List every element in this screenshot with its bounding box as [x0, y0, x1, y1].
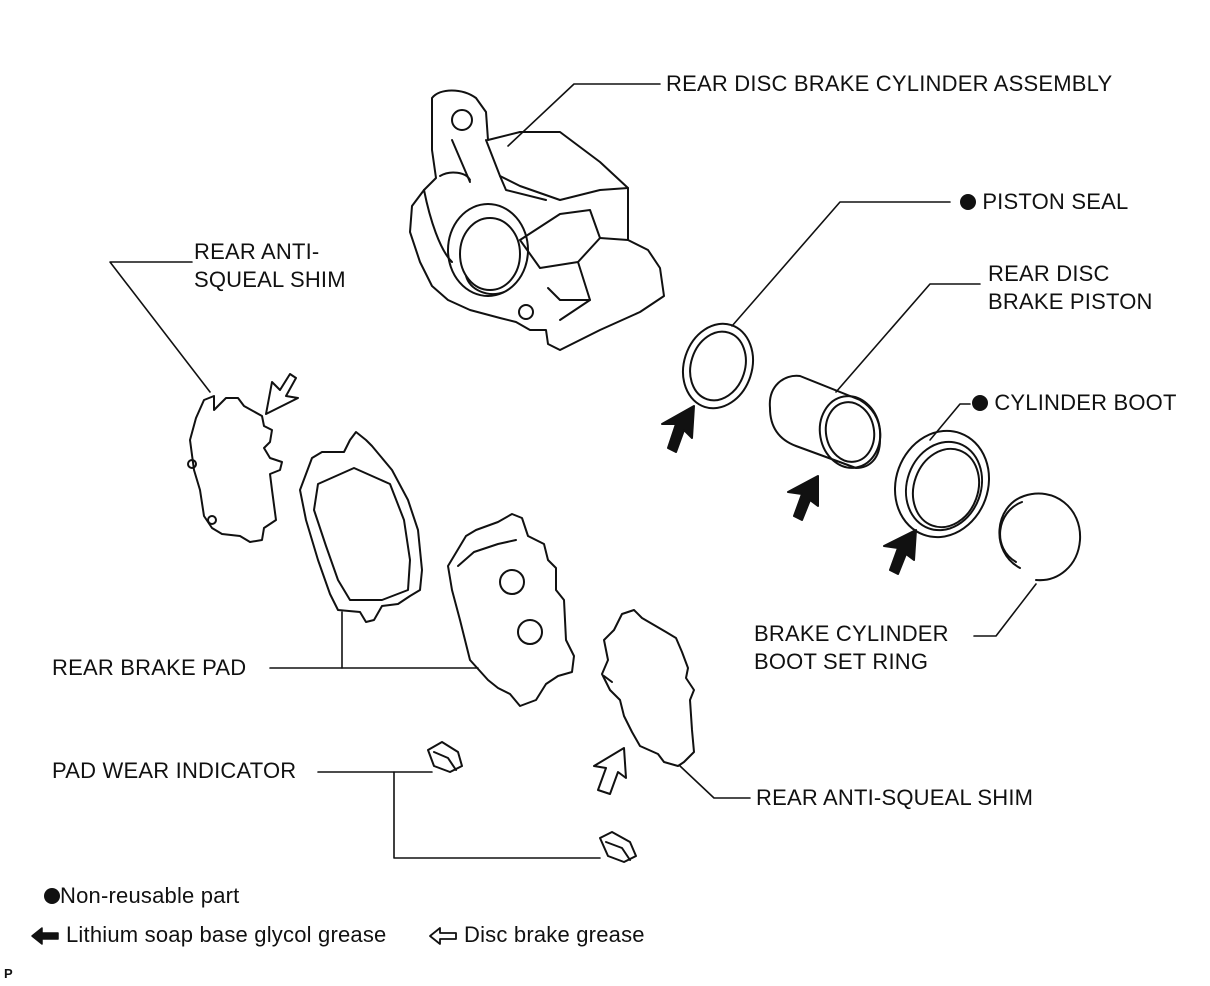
footer-mark: P: [4, 966, 13, 981]
upper-shim-line1: REAR ANTI-: [194, 239, 320, 264]
upper-shim-part: [187, 395, 283, 543]
piston-seal-label: PISTON SEAL: [960, 188, 1128, 216]
cylinder-assembly-label: REAR DISC BRAKE CYLINDER ASSEMBLY: [666, 71, 1113, 96]
lithium-grease-legend-icon: [31, 927, 59, 945]
legend-non-reusable: Non-reusable part: [44, 882, 240, 910]
rear-brake-pad-right: [447, 513, 575, 707]
upper-shim-label: REAR ANTI- SQUEAL SHIM: [194, 238, 346, 294]
brake-piston-label: REAR DISC BRAKE PISTON: [988, 260, 1153, 316]
piston-seal-part: [682, 322, 754, 410]
disc-grease-arrow: [593, 747, 627, 795]
disc-grease-legend-icon: [429, 927, 457, 945]
cylinder-boot-part: [893, 429, 991, 539]
upper-shim-line2: SQUEAL SHIM: [194, 267, 346, 292]
boot-set-ring-line1: BRAKE CYLINDER: [754, 621, 949, 646]
legend-disc-grease: Disc brake grease: [464, 922, 645, 947]
rear-brake-pad-left: [299, 431, 423, 623]
lithium-grease-arrow: [787, 475, 819, 521]
wear-indicator-label: PAD WEAR INDICATOR: [52, 758, 297, 783]
cylinder-boot-text: CYLINDER BOOT: [994, 390, 1177, 415]
lithium-grease-arrow: [661, 405, 695, 453]
cylinder-boot-label: CYLINDER BOOT: [972, 389, 1177, 417]
brake-piston-line1: REAR DISC: [988, 261, 1110, 286]
disc-grease-arrow: [265, 373, 299, 415]
brake-pad-label: REAR BRAKE PAD: [52, 655, 247, 680]
non-reusable-dot-icon: [44, 888, 60, 904]
boot-set-ring-part: [998, 492, 1082, 582]
legend-lithium-grease: Lithium soap base glycol grease: [66, 922, 387, 947]
leader-lines: [109, 83, 1037, 859]
boot-set-ring-line2: BOOT SET RING: [754, 649, 929, 674]
lithium-grease-arrow: [883, 529, 917, 575]
caliper-body: [409, 89, 665, 351]
lower-shim-label: REAR ANTI-SQUEAL SHIM: [756, 785, 1034, 810]
pad-wear-indicator-top: [427, 741, 463, 773]
legend-non-reusable-text: Non-reusable part: [60, 883, 240, 908]
boot-set-ring-label: BRAKE CYLINDER BOOT SET RING: [754, 620, 949, 676]
brake-piston-part: [768, 374, 882, 469]
piston-seal-text: PISTON SEAL: [982, 189, 1129, 214]
non-reusable-dot-icon: [960, 194, 976, 210]
non-reusable-dot-icon: [972, 395, 988, 411]
brake-piston-line2: BRAKE PISTON: [988, 289, 1153, 314]
pad-wear-indicator-bottom: [599, 831, 637, 863]
lower-shim-part: [601, 609, 695, 767]
